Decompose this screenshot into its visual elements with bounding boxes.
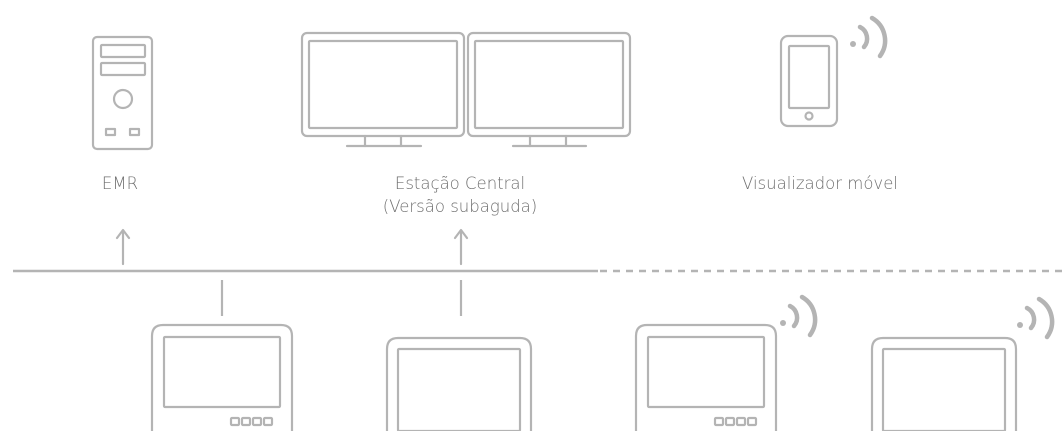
mobile-viewer-label-text: Visualizador móvel bbox=[742, 174, 898, 193]
mobile-viewer-label: Visualizador móvel bbox=[710, 172, 930, 195]
dual-monitor-icon bbox=[300, 31, 632, 148]
tablet-monitor-icon bbox=[385, 336, 533, 431]
emr-label: EMR bbox=[70, 172, 170, 195]
arrow-up-to-central bbox=[453, 228, 469, 266]
tablet-monitor-icon bbox=[870, 336, 1018, 431]
patient-monitor-icon bbox=[634, 323, 778, 431]
central-station-label-line1: Estação Central bbox=[394, 174, 526, 193]
smartphone-icon bbox=[779, 34, 839, 128]
arrow-up-to-emr bbox=[115, 228, 131, 266]
central-station-label: Estação Central (Versão subaguda) bbox=[360, 172, 560, 218]
patient-monitor-icon bbox=[150, 323, 294, 431]
wifi-signal-icon bbox=[1017, 296, 1055, 340]
server-tower-icon bbox=[91, 35, 154, 151]
central-station-label-line2: (Versão subaguda) bbox=[382, 197, 538, 216]
wifi-signal-icon bbox=[850, 15, 888, 59]
wifi-signal-icon bbox=[780, 294, 818, 338]
emr-label-text: EMR bbox=[101, 174, 139, 193]
